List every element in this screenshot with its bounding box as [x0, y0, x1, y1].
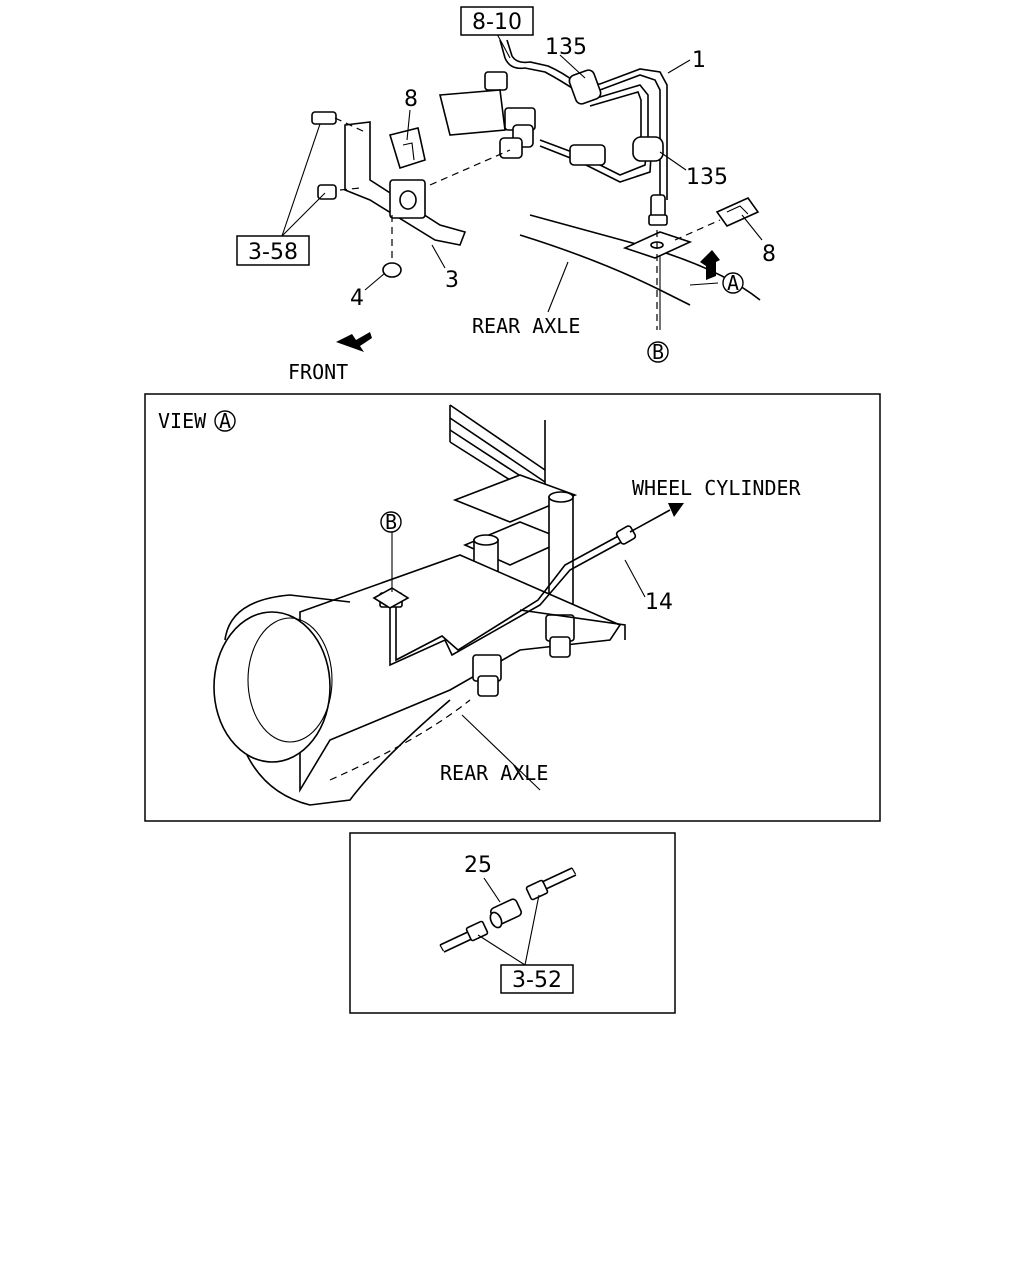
top-assembly — [311, 39, 761, 352]
rear-axle-label-view: REAR AXLE — [440, 761, 548, 785]
view-a-drawing — [213, 404, 684, 806]
marker-b-circle — [647, 341, 669, 363]
callout-135-top: 135 — [545, 35, 587, 60]
front-label: FRONT — [288, 360, 348, 384]
marker-b-top: B — [652, 340, 664, 364]
callout-3: 3 — [445, 268, 459, 293]
marker-a-circle — [722, 272, 744, 294]
ref-box-3-58 — [236, 235, 310, 266]
view-label: VIEW — [158, 409, 207, 433]
view-a-labels: VIEW A B WHEEL CYLINDER 14 REAR AXLE — [158, 409, 802, 785]
top-leaders — [281, 33, 763, 313]
view-marker-circle — [214, 410, 236, 432]
detail-labels: 25 3-52 — [464, 853, 574, 994]
callout-1: 1 — [692, 48, 706, 73]
ref-3-52: 3-52 — [512, 968, 562, 993]
ref-8-10: 8-10 — [472, 10, 522, 35]
ref-box-3-52 — [500, 964, 574, 994]
ref-3-58: 3-58 — [248, 240, 298, 265]
callout-8-left: 8 — [404, 87, 418, 112]
view-marker: A — [219, 409, 231, 433]
view-marker-b-circle — [380, 511, 402, 533]
rear-axle-label-top: REAR AXLE — [472, 314, 580, 338]
detail-drawing — [439, 867, 577, 966]
callout-135-right: 135 — [686, 165, 728, 190]
ref-box-8-10 — [460, 6, 534, 36]
top-callouts: 8-10 135 1 8 135 3-58 3 4 8 A B REAR AXL… — [236, 6, 776, 384]
callout-25: 25 — [464, 853, 492, 878]
wheel-cylinder-label: WHEEL CYLINDER — [632, 476, 802, 500]
callout-8-right: 8 — [762, 242, 776, 267]
marker-b-view: B — [385, 510, 397, 534]
marker-a: A — [727, 271, 739, 295]
callout-4: 4 — [350, 286, 364, 311]
callout-14: 14 — [645, 590, 673, 615]
